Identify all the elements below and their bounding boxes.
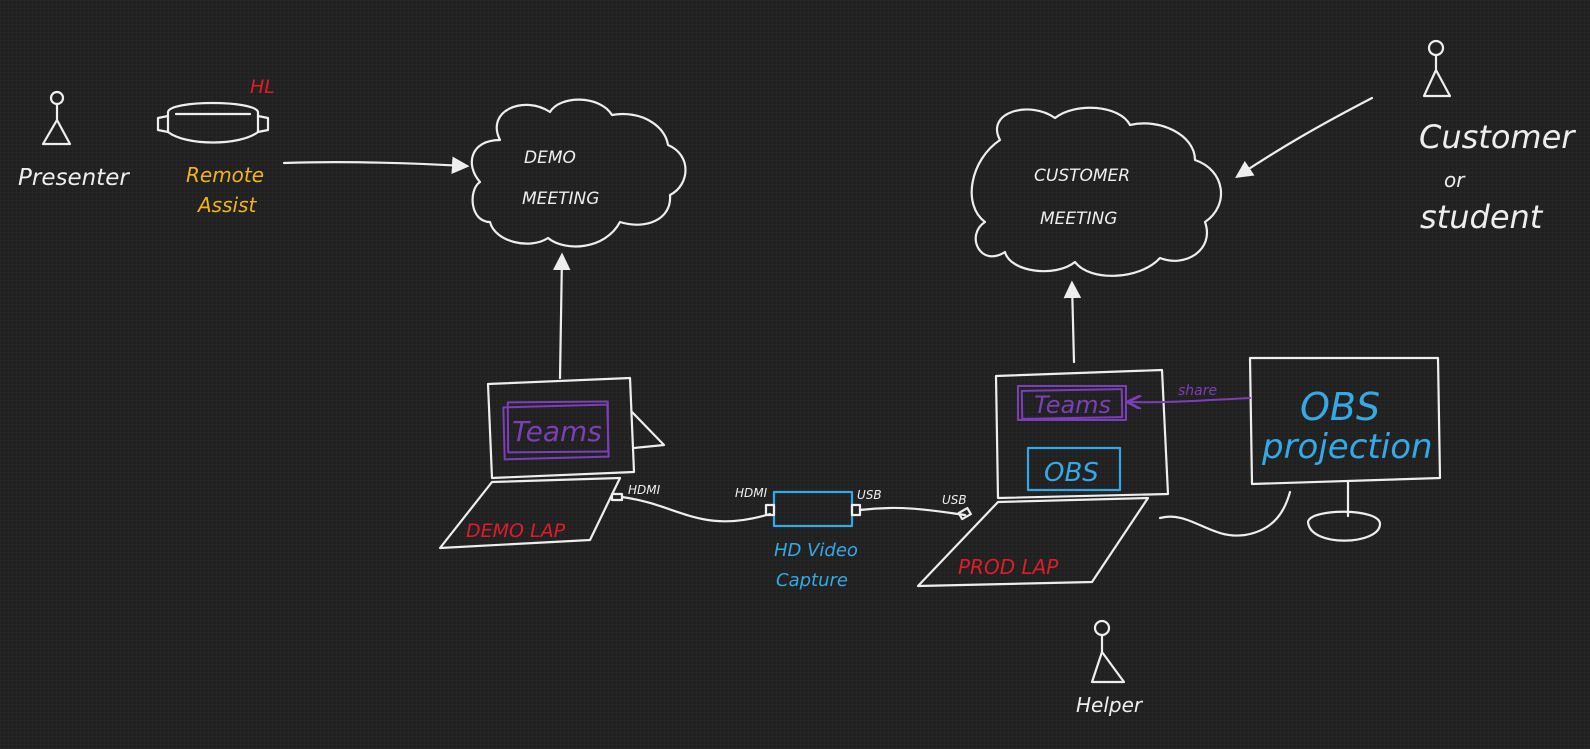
demo-teams-label: Teams	[512, 415, 602, 448]
monitor	[1248, 356, 1442, 542]
share-arrow	[1130, 398, 1251, 402]
monitor-label-line1: OBS	[1300, 385, 1380, 429]
prod-usb-port	[957, 506, 972, 521]
arrow-demo-laptop-to-demo-meeting	[552, 252, 571, 380]
presenter-figure	[41, 90, 72, 146]
prod-obs-window	[1026, 446, 1122, 492]
remote-assist-label-line1: Remote	[186, 163, 264, 187]
prod-laptop-label: PROD LAP	[958, 555, 1059, 579]
customer-label-line3: student	[1420, 198, 1544, 236]
capture-label-line2: Capture	[776, 570, 848, 591]
customer-meeting-cloud	[970, 106, 1223, 277]
capture-usb-port	[850, 503, 862, 517]
customer-label-line1: Customer	[1419, 118, 1576, 156]
capture-hdmi-label: HDMI	[735, 486, 768, 500]
customer-label-line2: or	[1444, 168, 1466, 192]
demo-meeting-label-line1: DEMO	[524, 148, 576, 168]
arrow-remote-assist-to-demo-meeting	[282, 156, 470, 175]
monitor-cable	[1158, 490, 1292, 537]
presenter-label: Presenter	[18, 165, 130, 191]
prod-teams-label: Teams	[1034, 391, 1111, 419]
capture-device	[772, 490, 854, 528]
arrow-customer-to-customer-meeting	[1235, 96, 1374, 178]
customer-meeting-label-line2: MEETING	[1040, 209, 1117, 229]
arrow-prod-laptop-to-customer-meeting	[1063, 280, 1082, 364]
capture-usb-label: USB	[857, 488, 882, 502]
prod-laptop	[916, 368, 1170, 588]
remote-assist-label-line2: Assist	[196, 193, 257, 217]
demo-laptop-label: DEMO LAP	[466, 520, 566, 542]
prod-teams-window-outline	[1020, 388, 1124, 420]
prod-teams-window	[1017, 385, 1127, 421]
helper-label: Helper	[1076, 693, 1144, 717]
demo-meeting-cloud	[470, 98, 687, 248]
demo-hdmi-port	[610, 492, 624, 502]
usb-cable	[858, 506, 967, 517]
demo-hdmi-port-label: HDMI	[628, 483, 661, 497]
headset-tag: HL	[250, 76, 275, 98]
prod-usb-label: USB	[942, 493, 967, 507]
demo-laptop	[438, 376, 666, 550]
helper-figure	[1090, 619, 1126, 684]
headset-icon	[156, 101, 270, 144]
monitor-label-line2: projection	[1261, 427, 1433, 467]
hdmi-cable	[620, 495, 772, 523]
demo-teams-window-outline	[506, 400, 610, 454]
customer-meeting-label-line1: CUSTOMER	[1034, 166, 1130, 186]
share-label: share	[1178, 383, 1217, 399]
demo-meeting-label-line2: MEETING	[522, 189, 599, 209]
capture-hdmi-port	[764, 503, 776, 517]
customer-figure	[1422, 39, 1452, 98]
capture-label-line1: HD Video	[774, 540, 858, 561]
prod-obs-label: OBS	[1044, 458, 1099, 488]
